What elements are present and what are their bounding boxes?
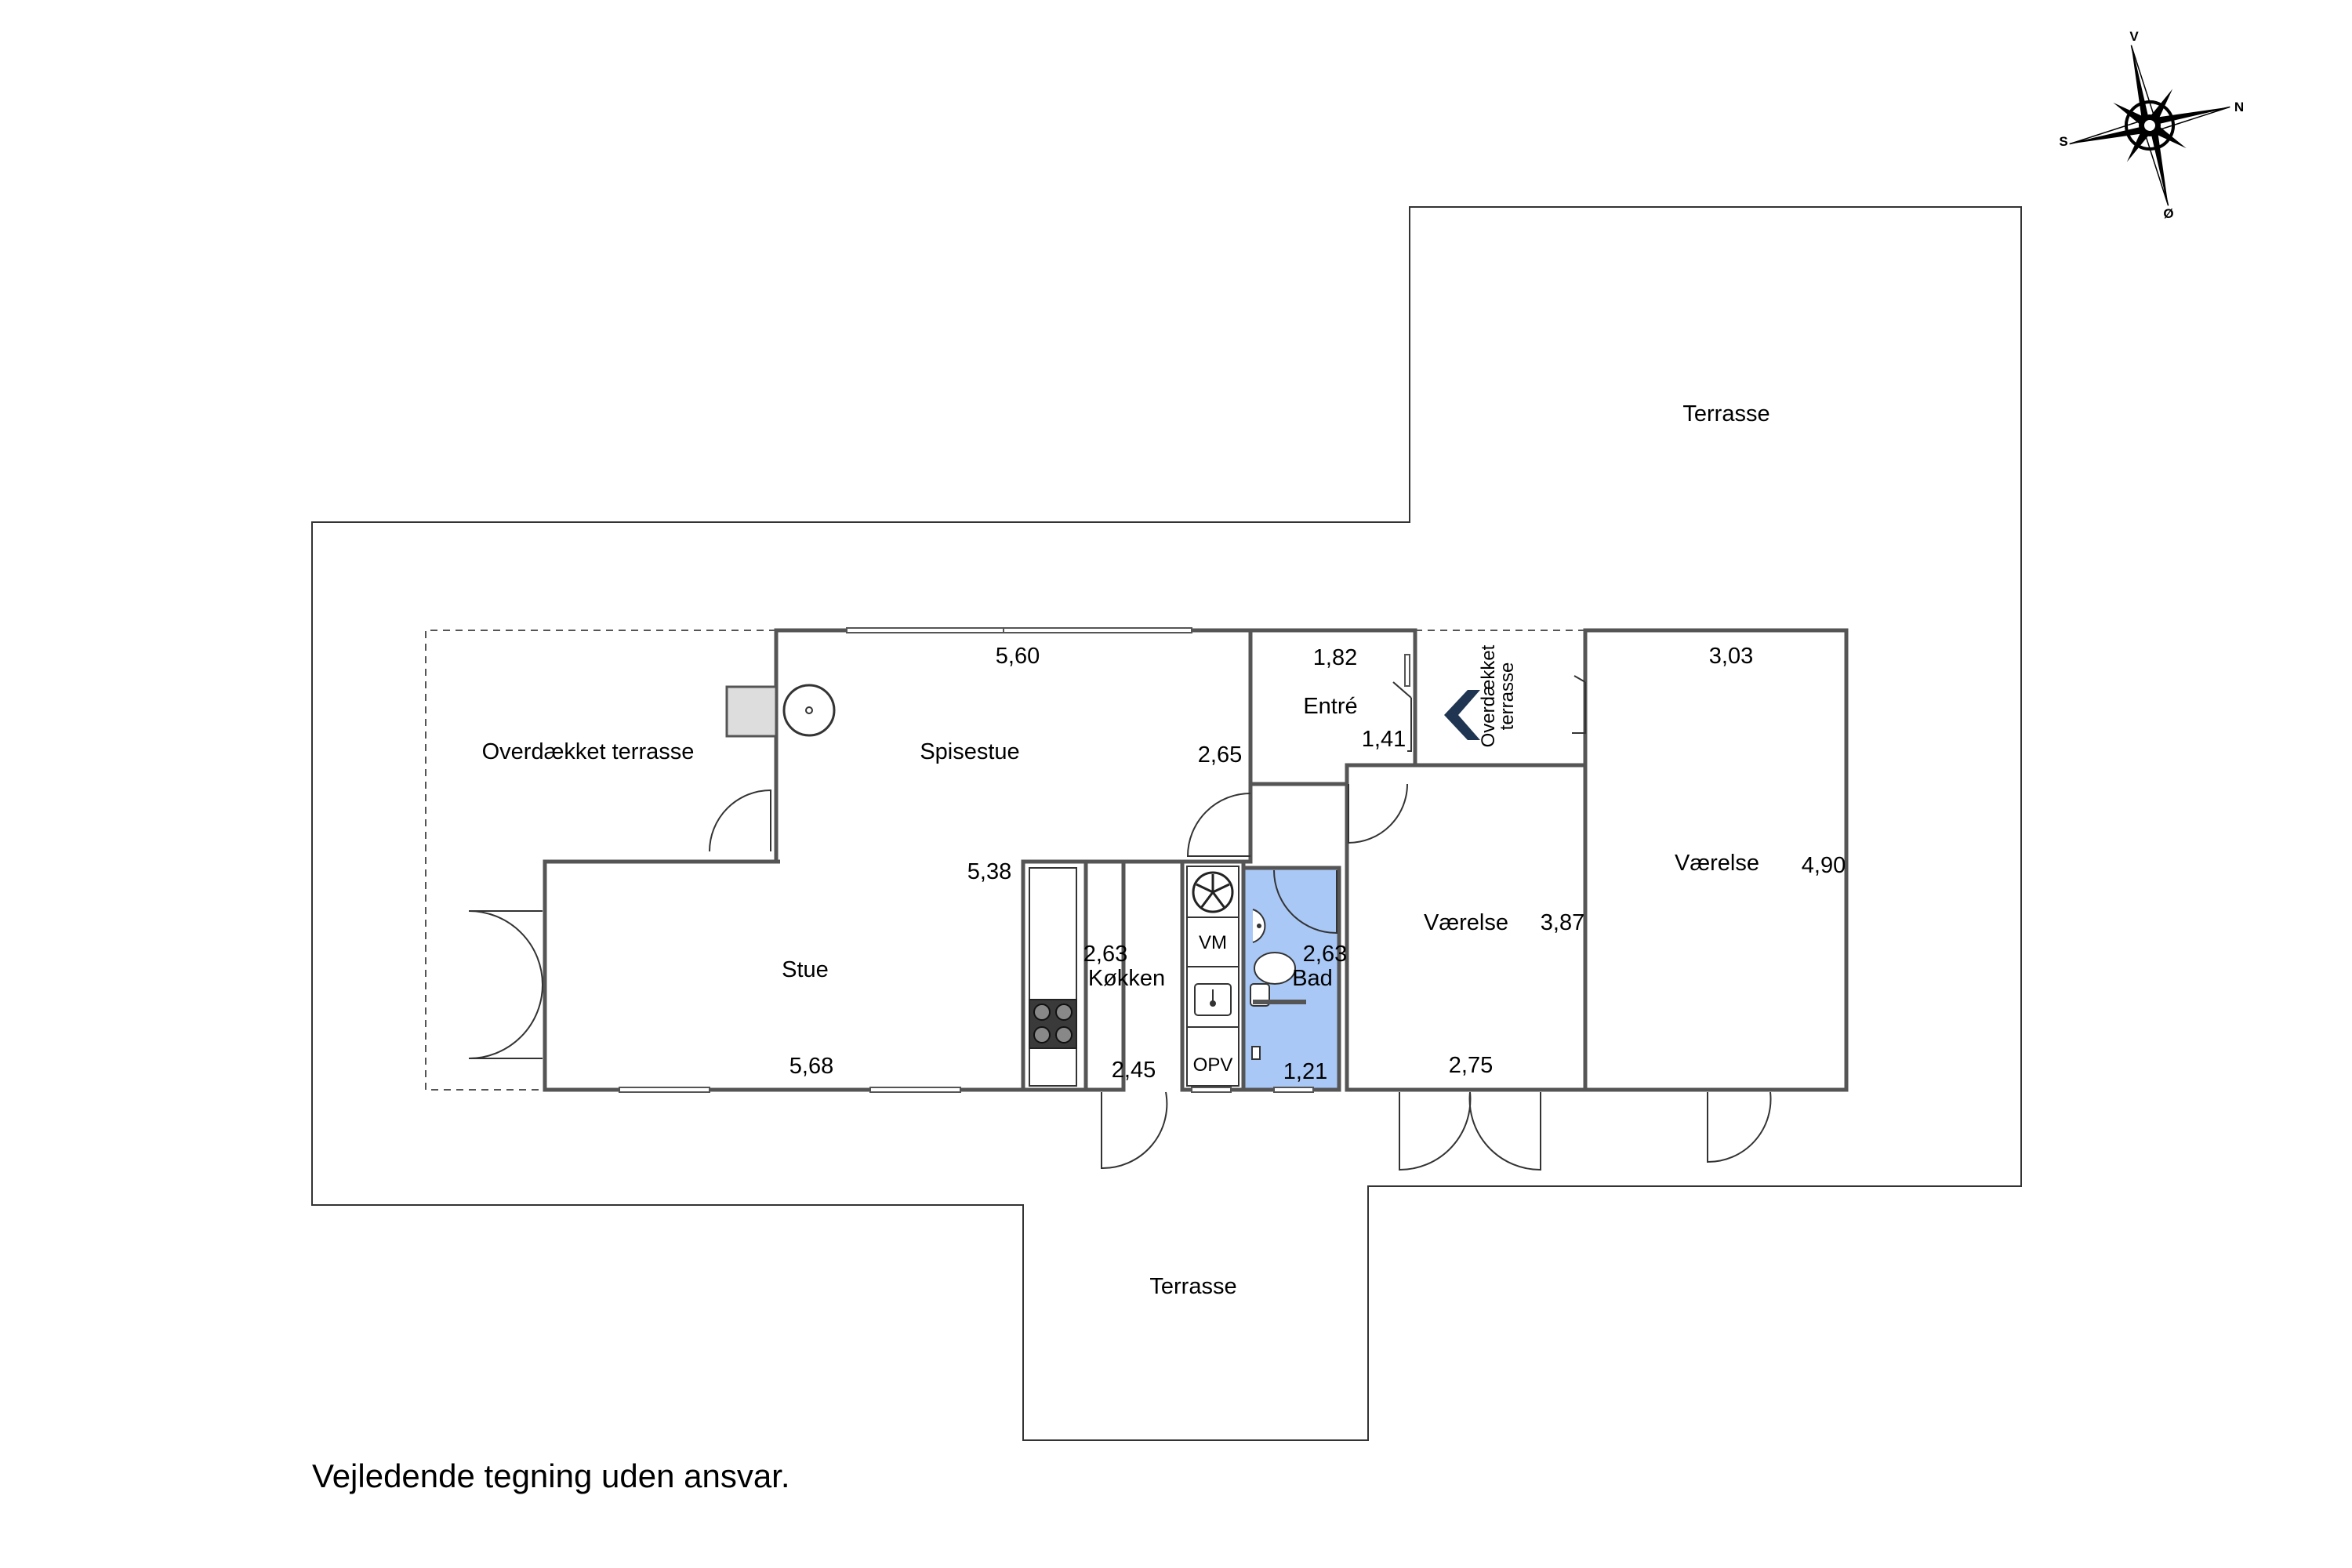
chimney [725, 685, 778, 738]
dim-vaerelse-2-depth: 4,90 [1802, 853, 1846, 878]
label-spisestue: Spisestue [920, 739, 1019, 764]
dim-spisestue-width: 5,60 [996, 644, 1040, 669]
label-terrasse-bottom: Terrasse [1149, 1274, 1236, 1299]
dim-koekken-width: 2,45 [1112, 1058, 1156, 1083]
room-vaerelse-1 [1345, 763, 1589, 1092]
dim-entre-depth: 1,41 [1362, 727, 1406, 752]
dim-stue-width: 5,68 [789, 1054, 833, 1079]
dim-bad-width: 1,21 [1283, 1059, 1327, 1084]
label-bad: Bad [1292, 966, 1333, 991]
window-bad [1273, 1087, 1314, 1093]
label-koekken: Køkken [1088, 966, 1165, 991]
svg-text:terrasse: terrasse [1497, 662, 1518, 731]
door-koekken-exterior [1101, 1091, 1168, 1170]
compass-rose-icon [2069, 45, 2230, 206]
compass-north-label: N [2234, 100, 2244, 114]
door-stue-french-1 [468, 910, 543, 985]
door-vaerelse-1-b [1468, 1091, 1541, 1171]
room-vaerelse-2 [1583, 628, 1849, 1092]
window-utility [1191, 1087, 1232, 1093]
window-stue-2 [869, 1087, 961, 1093]
label-vaerelse-1: Værelse [1424, 910, 1508, 935]
label-overdaekket-terrasse: Overdækket terrasse [482, 739, 695, 764]
toilet-icon [1254, 952, 1296, 985]
dim-spisestue-depth: 2,65 [1198, 742, 1242, 768]
entry-arrow-icon [1444, 690, 1480, 740]
label-opv: OPV [1193, 1054, 1233, 1076]
window-entre [1404, 654, 1410, 687]
dim-stue-depth: 5,38 [967, 859, 1011, 884]
door-vaerelse-2-terrace [1572, 675, 1586, 734]
label-terrasse-top: Terrasse [1682, 401, 1769, 426]
label-stue: Stue [782, 957, 829, 982]
door-vaerelse-2-exterior [1707, 1091, 1772, 1163]
dim-vaerelse-2-width: 3,03 [1709, 644, 1753, 669]
door-stue-french-2 [468, 984, 543, 1059]
window-stue-1 [619, 1087, 710, 1093]
dim-vaerelse-1-depth: 3,87 [1541, 910, 1584, 935]
label-entre: Entré [1303, 694, 1357, 719]
door-vaerelse-1-a [1399, 1091, 1472, 1171]
label-overdaekket-terrasse-entry: Overdækket terrasse [1478, 644, 1518, 747]
terrace-outline [311, 206, 2022, 1441]
door-spisestue-terrace [709, 789, 771, 852]
svg-text:Overdækket: Overdækket [1478, 644, 1499, 747]
dim-entre-width: 1,82 [1313, 645, 1357, 670]
label-vaerelse-2: Værelse [1675, 851, 1759, 876]
window-spisestue-2 [1003, 627, 1192, 633]
label-vm: VM [1199, 932, 1227, 953]
window-spisestue-1 [846, 627, 1004, 633]
door-spisestue-entre [1186, 793, 1251, 857]
disclaimer-text: Vejledende tegning uden ansvar. [312, 1457, 790, 1494]
kitchen-counter [1029, 867, 1077, 1087]
dim-vaerelse-1-width: 2,75 [1449, 1053, 1493, 1078]
door-bad [1273, 869, 1338, 935]
door-entre-hall [1348, 783, 1408, 844]
door-entre-front [1392, 681, 1412, 752]
dim-bad-depth: 2,63 [1303, 942, 1347, 967]
dim-koekken-depth: 2,63 [1083, 942, 1127, 967]
compass-east-label: Ø [2163, 206, 2173, 221]
compass-west-label: V [2129, 29, 2139, 44]
covered-terrace-left-outline [425, 630, 776, 1091]
compass-south-label: S [2059, 134, 2067, 149]
